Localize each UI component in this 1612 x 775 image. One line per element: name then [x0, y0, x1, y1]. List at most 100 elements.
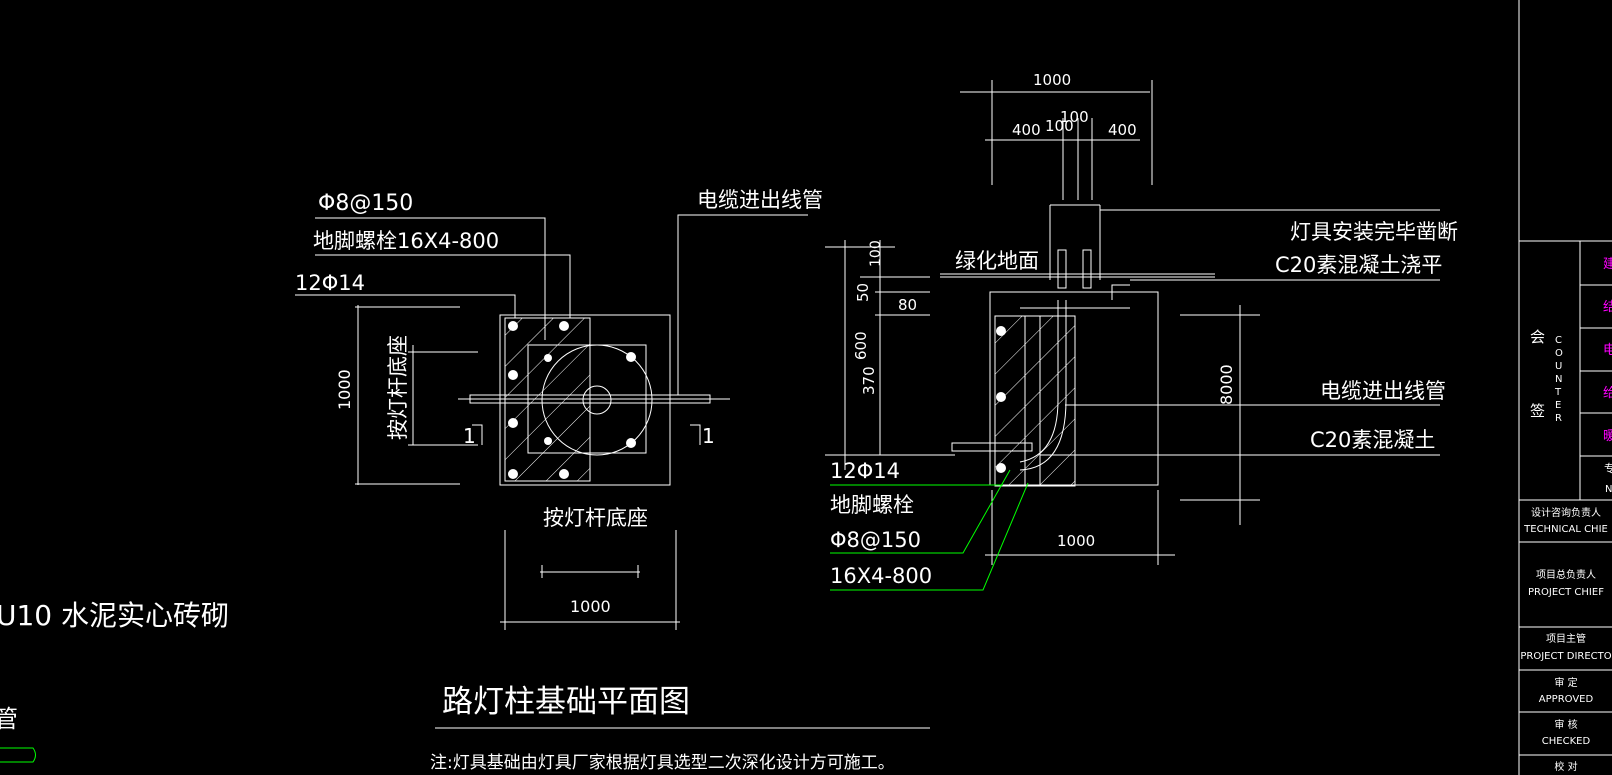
- title-block-rows: 设计咨询负责人 TECHNICAL CHIE 项目总负责人 PROJECT CHIEF…: [1520, 506, 1611, 773]
- tb-row-cn: 校 对: [1554, 760, 1577, 773]
- rebar-dot: [544, 437, 552, 445]
- leader-stub: [1111, 284, 1130, 300]
- row-6b: N: [1605, 484, 1612, 495]
- dim-400-left-text: 400: [1012, 121, 1041, 139]
- label-rebar: 12Φ14: [295, 271, 365, 295]
- label-cable-pipe-section: 电缆进出线管: [1320, 379, 1446, 403]
- label-pole-base: 按灯杆底座: [543, 506, 648, 530]
- tb-row-en: APPROVED: [1539, 694, 1594, 705]
- green-leaders: [830, 469, 1029, 591]
- dim-600-text: 600: [852, 331, 870, 360]
- plan-outer-square: [499, 314, 671, 486]
- label-pole-base-vertical: 按灯杆底座: [386, 335, 410, 440]
- discipline-cell: 电: [1603, 343, 1612, 358]
- rebar-dot: [544, 354, 552, 362]
- section-cable-pipe: [951, 442, 1033, 452]
- dim-80-text: 80: [898, 296, 917, 314]
- label-c20: C20素混凝土: [1310, 428, 1435, 452]
- section-mark-right-text: 1: [702, 424, 715, 448]
- dim-bottom-1000-text: 1000: [1057, 532, 1095, 550]
- discipline-cell: 结: [1603, 300, 1612, 315]
- drawing-note: 注:灯具基础由灯具厂家根据灯具选型二次深化设计方可施工。: [430, 753, 895, 773]
- tb-row-en: PROJECT CHIEF: [1528, 587, 1604, 598]
- counter-letter: T: [1554, 387, 1562, 398]
- green-leader-phi8: [830, 469, 1011, 554]
- title-area: 路灯柱基础平面图 注:灯具基础由灯具厂家根据灯具选型二次深化设计方可施工。: [430, 684, 930, 773]
- dim-50-text: 50: [854, 283, 872, 302]
- leader-rebar: [295, 294, 516, 318]
- row-6a: 专: [1604, 461, 1612, 475]
- rebar-dot: [559, 469, 569, 479]
- title-block: [1518, 0, 1612, 775]
- discipline-cell: 建: [1603, 257, 1612, 272]
- counter-letter: O: [1555, 348, 1563, 359]
- green-leader-bolt: [830, 482, 1029, 591]
- counter-letter: N: [1555, 374, 1562, 385]
- label-after-install-2: C20素混凝土浇平: [1275, 253, 1442, 277]
- dim-370-text: 370: [860, 366, 878, 395]
- label-phi8-section: Φ8@150: [830, 528, 921, 552]
- plan-pole-center: [582, 385, 612, 415]
- tb-row-en: CHECKED: [1542, 736, 1591, 747]
- leader-phi8: [315, 217, 546, 340]
- tb-row-cn: 设计咨询负责人: [1531, 506, 1601, 519]
- section-hatch: [994, 315, 1076, 487]
- dim-top-1000-text: 1000: [1033, 71, 1071, 89]
- label-cable-pipe: 电缆进出线管: [697, 188, 823, 212]
- rebar-dot: [996, 326, 1006, 336]
- rebar-dot: [996, 392, 1006, 402]
- section-mark-left-text: 1: [463, 424, 476, 448]
- section-view: [825, 80, 1440, 565]
- section-hatch-outline: [994, 315, 1076, 487]
- rebar-dot: [626, 352, 636, 362]
- tb-row-cn: 审 定: [1554, 676, 1577, 689]
- tb-row-en: PROJECT DIRECTO: [1520, 651, 1611, 662]
- label-pipe-partial: 管: [0, 705, 18, 733]
- discipline-cell: 给: [1603, 386, 1612, 401]
- plan-view: [295, 214, 808, 630]
- rebar-dot: [559, 321, 569, 331]
- anchor-bolt-curve: [1019, 300, 1059, 463]
- plan-rebar-dots: [508, 321, 636, 479]
- section-mark-right: [690, 424, 701, 445]
- section-text: 1000 400 100 100 400 600 100 50 80 370 绿…: [830, 71, 1458, 588]
- bolt-top: [1057, 249, 1067, 289]
- rebar-dot: [996, 463, 1006, 473]
- dim-1000-bottom-text: 1000: [570, 597, 611, 616]
- label-after-install-1: 灯具安装完毕凿断: [1290, 220, 1458, 244]
- label-green-ground: 绿化地面: [955, 249, 1039, 273]
- dim-100-a-text: 100: [1045, 117, 1074, 135]
- bolt-top: [1082, 249, 1092, 289]
- label-rebar-section: 12Φ14: [830, 459, 900, 483]
- dim-100-left-text: 100: [868, 240, 884, 267]
- dim-400-right-text: 400: [1108, 121, 1137, 139]
- tb-row-cn: 项目主管: [1546, 632, 1586, 645]
- drawing-title: 路灯柱基础平面图: [442, 684, 690, 720]
- counter-letter: U: [1555, 361, 1562, 372]
- label-phi8: Φ8@150: [318, 191, 413, 216]
- tb-row-en: TECHNICAL CHIE: [1523, 524, 1608, 535]
- counter-letter: R: [1555, 413, 1562, 424]
- label-bolt-spec: 16X4-800: [830, 564, 932, 588]
- plan-text: Φ8@150 地脚螺栓16X4-800 12Φ14 电缆进出线管 1000 按灯…: [295, 188, 823, 616]
- dim-1000-vertical-text: 1000: [335, 369, 354, 410]
- plan-pole-circle: [541, 344, 653, 456]
- rebar-dot: [508, 370, 518, 380]
- tb-row-cn: 项目总负责人: [1536, 568, 1596, 581]
- label-brick: U10 水泥实心砖砌: [0, 599, 229, 632]
- leader-cable-pipe: [677, 214, 808, 395]
- counter-letter: C: [1555, 335, 1562, 346]
- label-anchor-bolt-section: 地脚螺栓: [830, 493, 914, 517]
- tb-row-cn: 审 核: [1554, 718, 1577, 731]
- left-fragment: U10 水泥实心砖砌 管: [0, 599, 229, 763]
- leader-anchor-bolt: [315, 254, 571, 318]
- green-pipe-symbol: [0, 747, 36, 763]
- countersign-2: 签: [1530, 402, 1545, 420]
- label-anchor-bolt: 地脚螺栓16X4-800: [313, 229, 499, 253]
- counter-letter: E: [1555, 400, 1561, 411]
- section-rebar-dots: [996, 326, 1006, 473]
